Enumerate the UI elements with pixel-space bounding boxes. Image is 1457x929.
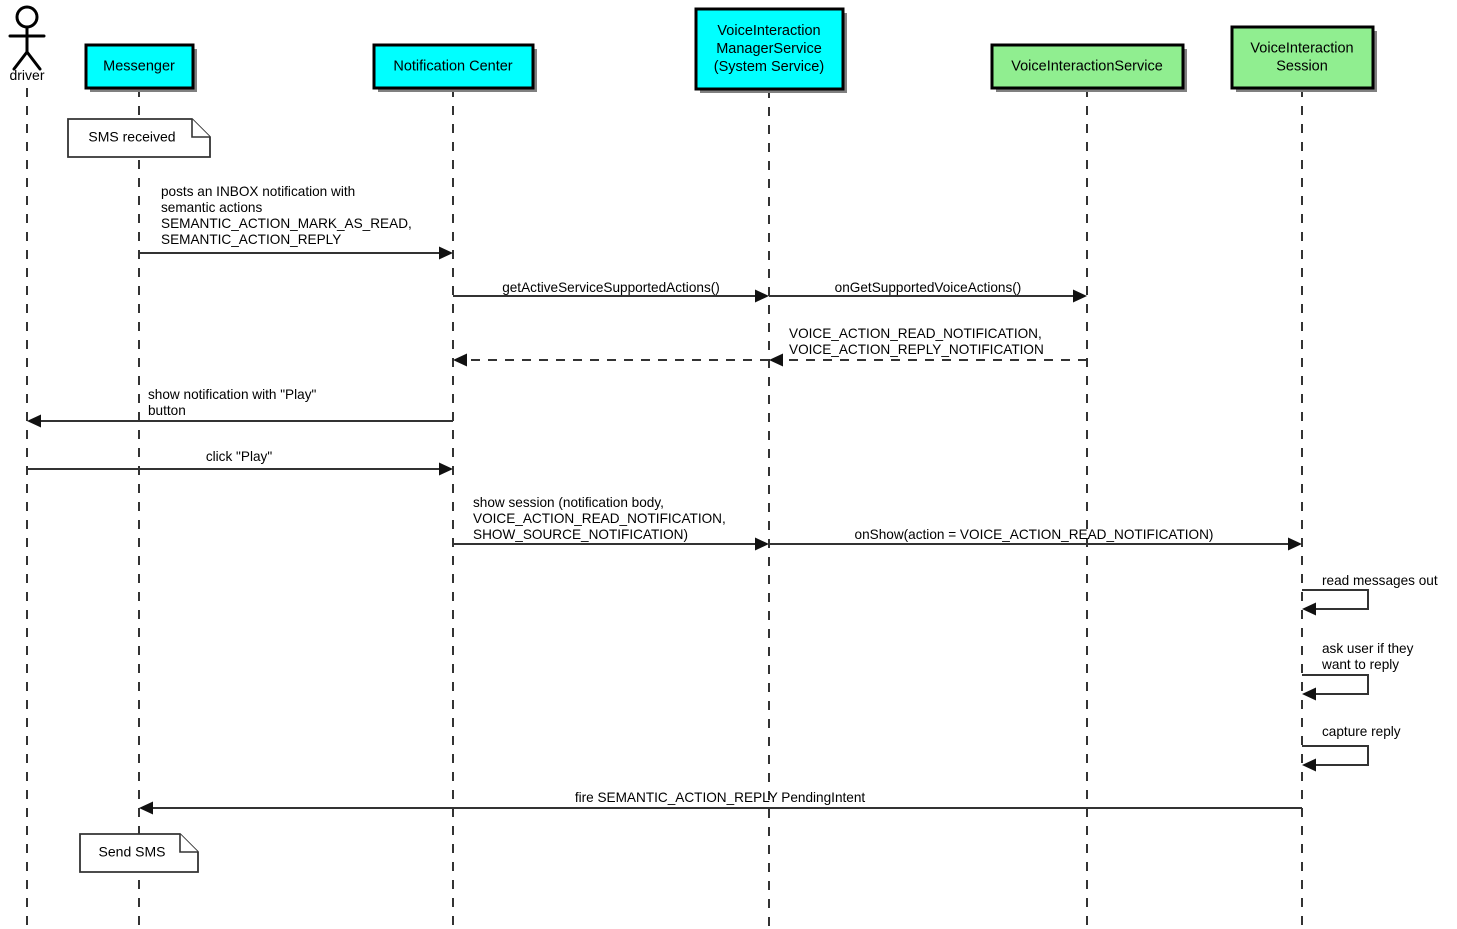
message-label-line: fire SEMANTIC_ACTION_REPLY PendingIntent xyxy=(575,790,866,805)
message-label-line: click "Play" xyxy=(206,449,272,464)
participant-box xyxy=(990,43,1185,90)
actor-leg-left xyxy=(12,50,29,71)
participant-box xyxy=(372,43,535,90)
message-label-line: SHOW_SOURCE_NOTIFICATION) xyxy=(473,527,688,542)
actor-leg-right xyxy=(25,50,42,71)
note-shape xyxy=(67,118,211,158)
actors-layer: driver xyxy=(8,5,46,83)
messages-layer: posts an INBOX notification withsemantic… xyxy=(27,184,1302,815)
self-message-label-line: read messages out xyxy=(1322,573,1438,588)
note-fold-corner-icon xyxy=(179,834,198,853)
note-text: Send SMS xyxy=(99,844,166,860)
self-capture-reply[interactable]: capture reply xyxy=(1302,724,1401,772)
msg-show-notification-with-play[interactable]: show notification with "Play"button xyxy=(27,387,453,428)
message-label-line: SEMANTIC_ACTION_MARK_AS_READ, xyxy=(161,216,412,231)
participant-label-line: ManagerService xyxy=(716,41,822,57)
lifelines-layer xyxy=(26,88,1303,929)
note-sms-received: SMS received xyxy=(67,118,211,158)
note-shape xyxy=(79,833,199,873)
self-message-arrowhead-icon xyxy=(1302,758,1316,772)
msg-fire-semantic-action-reply-pending-intent[interactable]: fire SEMANTIC_ACTION_REPLY PendingIntent xyxy=(139,790,1302,815)
self-message-label-line: ask user if they xyxy=(1322,641,1414,656)
msg-on-show[interactable]: onShow(action = VOICE_ACTION_READ_NOTIFI… xyxy=(769,527,1302,551)
participant-notification-center[interactable]: Notification Center xyxy=(372,43,537,92)
participant-box xyxy=(694,7,845,91)
participant-voice-interaction-service[interactable]: VoiceInteractionService xyxy=(990,43,1187,92)
message-label-line: VOICE_ACTION_READ_NOTIFICATION, xyxy=(473,511,726,526)
message-arrowhead-icon xyxy=(755,289,769,303)
participant-box xyxy=(84,43,195,90)
msg-click-play[interactable]: click "Play" xyxy=(27,449,453,476)
participant-label-line: VoiceInteractionService xyxy=(1011,58,1163,74)
participant-label-line: Messenger xyxy=(103,58,175,74)
msg-return-voice-actions-to-vims[interactable]: VOICE_ACTION_READ_NOTIFICATION,VOICE_ACT… xyxy=(769,326,1087,367)
self-message-arrowhead-icon xyxy=(1302,687,1316,701)
self-message-arrowhead-icon xyxy=(1302,602,1316,616)
message-arrowhead-icon xyxy=(1073,289,1087,303)
message-label-line: semantic actions xyxy=(161,200,262,215)
msg-show-session[interactable]: show session (notification body,VOICE_AC… xyxy=(453,495,769,551)
message-arrowhead-icon xyxy=(769,353,783,367)
message-label-line: onShow(action = VOICE_ACTION_READ_NOTIFI… xyxy=(855,527,1214,542)
note-text: SMS received xyxy=(88,129,175,145)
self-message-line xyxy=(1302,674,1369,695)
actor-head-icon xyxy=(15,5,39,29)
self-message-label-line: capture reply xyxy=(1322,724,1401,739)
message-label-line: VOICE_ACTION_READ_NOTIFICATION, xyxy=(789,326,1042,341)
message-label-line: show session (notification body, xyxy=(473,495,664,510)
participants-layer: Messenger Notification Center VoiceInterac… xyxy=(84,7,1377,93)
message-label-line: getActiveServiceSupportedActions() xyxy=(502,280,720,295)
message-label-line: show notification with "Play" xyxy=(148,387,316,402)
participant-box xyxy=(1230,25,1375,90)
actor-driver[interactable]: driver xyxy=(8,5,46,83)
participant-label-line: (System Service) xyxy=(714,59,824,75)
participant-messenger[interactable]: Messenger xyxy=(84,43,197,92)
note-fold-corner-icon xyxy=(191,119,210,138)
self-message-line xyxy=(1302,745,1369,766)
msg-post-inbox-notification[interactable]: posts an INBOX notification withsemantic… xyxy=(139,184,453,260)
message-arrowhead-icon xyxy=(1288,537,1302,551)
self-message-label-line: want to reply xyxy=(1321,657,1399,672)
message-label-line: button xyxy=(148,403,186,418)
msg-return-voice-actions-to-notification-center[interactable] xyxy=(453,353,769,367)
participant-label-line: VoiceInteraction xyxy=(717,23,820,39)
message-arrowhead-icon xyxy=(755,537,769,551)
participant-label-line: VoiceInteraction xyxy=(1250,40,1353,56)
message-arrowhead-icon xyxy=(439,462,453,476)
msg-on-get-supported-voice-actions[interactable]: onGetSupportedVoiceActions() xyxy=(769,280,1087,303)
msg-get-active-service-supported-actions[interactable]: getActiveServiceSupportedActions() xyxy=(453,280,769,303)
note-send-sms: Send SMS xyxy=(79,833,199,873)
participant-label-line: Session xyxy=(1276,58,1328,74)
message-label-line: onGetSupportedVoiceActions() xyxy=(835,280,1022,295)
message-arrowhead-icon xyxy=(139,801,153,815)
self-message-line xyxy=(1302,589,1369,610)
message-label-line: posts an INBOX notification with xyxy=(161,184,355,199)
message-label-line: SEMANTIC_ACTION_REPLY xyxy=(161,232,341,247)
participant-label-line: Notification Center xyxy=(393,58,512,74)
message-label-line: VOICE_ACTION_REPLY_NOTIFICATION xyxy=(789,342,1044,357)
message-arrowhead-icon xyxy=(27,414,41,428)
message-arrowhead-icon xyxy=(453,353,467,367)
actor-label: driver xyxy=(9,67,44,83)
message-arrowhead-icon xyxy=(439,246,453,260)
self-read-messages-out[interactable]: read messages out xyxy=(1302,573,1438,616)
